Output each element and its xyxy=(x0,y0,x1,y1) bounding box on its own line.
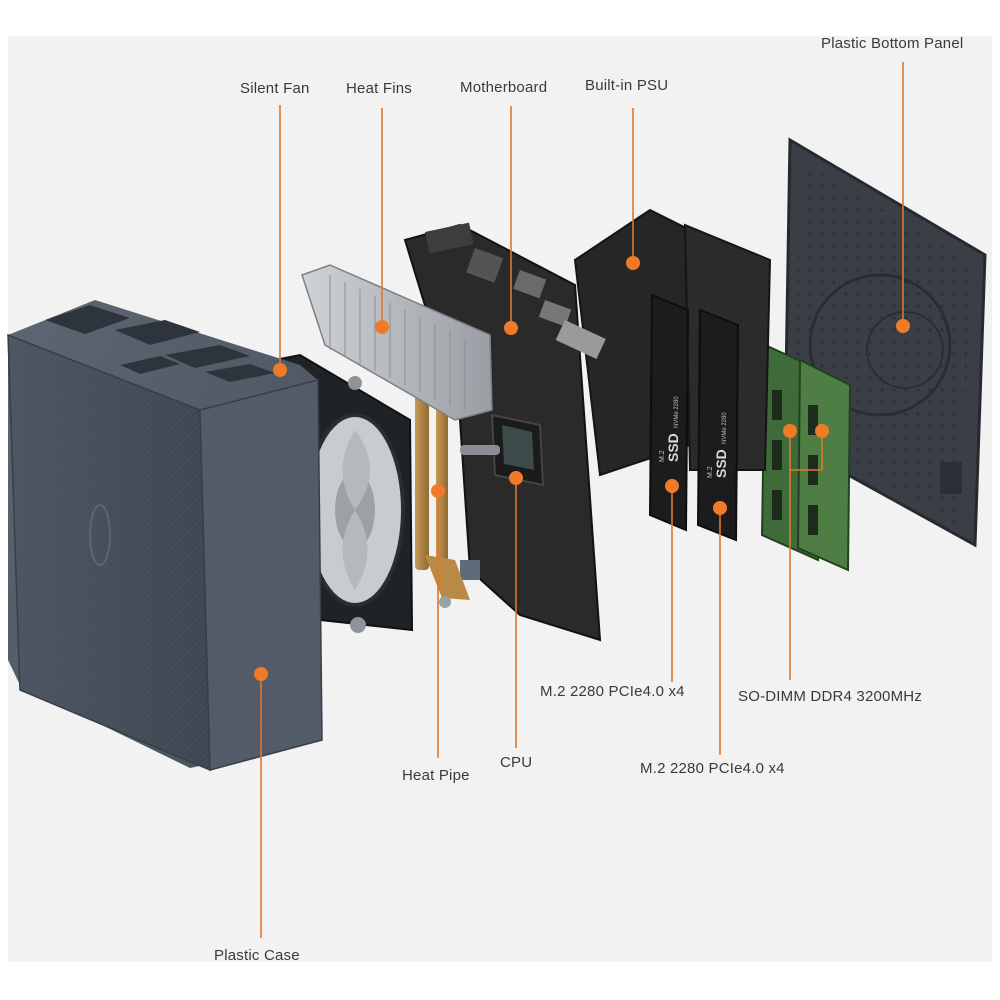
label-plastic-case: Plastic Case xyxy=(214,947,300,964)
ram-dot-1 xyxy=(783,424,797,438)
label-plastic-bottom-panel: Plastic Bottom Panel xyxy=(821,35,964,52)
ram-modules-shape xyxy=(760,343,852,572)
label-heat-pipe: Heat Pipe xyxy=(402,767,470,784)
ssd-1-dot xyxy=(665,479,679,493)
label-motherboard: Motherboard xyxy=(460,79,548,96)
label-cpu: CPU xyxy=(500,754,533,771)
label-built-in-psu: Built-in PSU xyxy=(585,77,669,94)
label-silent-fan: Silent Fan xyxy=(240,80,310,97)
ssd-2-print-line2: SSD xyxy=(713,449,729,478)
ssd-2-dot xyxy=(713,501,727,515)
ssd-1-print-line1: M.2 xyxy=(659,450,666,462)
heat-fins-shape xyxy=(301,264,493,421)
psu-dot xyxy=(626,256,640,270)
callout-dots xyxy=(254,256,910,681)
motherboard-dot xyxy=(504,321,518,335)
label-heat-fins: Heat Fins xyxy=(346,80,412,97)
heat-fins-dot xyxy=(375,320,389,334)
label-ssd-slot-1: M.2 2280 PCIe4.0 x4 xyxy=(540,683,685,700)
heat-pipe-dot xyxy=(431,484,445,498)
ram-dot-2 xyxy=(815,424,829,438)
leader-lines xyxy=(260,62,904,938)
label-ssd-slot-2: M.2 2280 PCIe4.0 x4 xyxy=(640,760,785,777)
ssd-1-shape: M.2 SSD NVMe 2280 xyxy=(648,293,690,532)
ssd-2-print-line1: M.2 xyxy=(707,466,714,478)
ssd-2-shape: M.2 SSD NVMe 2280 xyxy=(696,308,740,542)
ssd-2-print-line3: NVMe 2280 xyxy=(722,412,728,444)
bottom-panel-dot xyxy=(896,319,910,333)
fan-shape xyxy=(248,353,414,633)
ssd-1-print-line2: SSD xyxy=(665,433,681,462)
label-so-dimm: SO-DIMM DDR4 3200MHz xyxy=(738,688,923,705)
heat-pipe-shape xyxy=(415,380,500,608)
case-shape xyxy=(7,300,323,772)
ssd-1-print-line3: NVMe 2280 xyxy=(674,396,680,428)
case-dot xyxy=(254,667,268,681)
silent-fan-dot xyxy=(273,363,287,377)
cpu-dot xyxy=(509,471,523,485)
